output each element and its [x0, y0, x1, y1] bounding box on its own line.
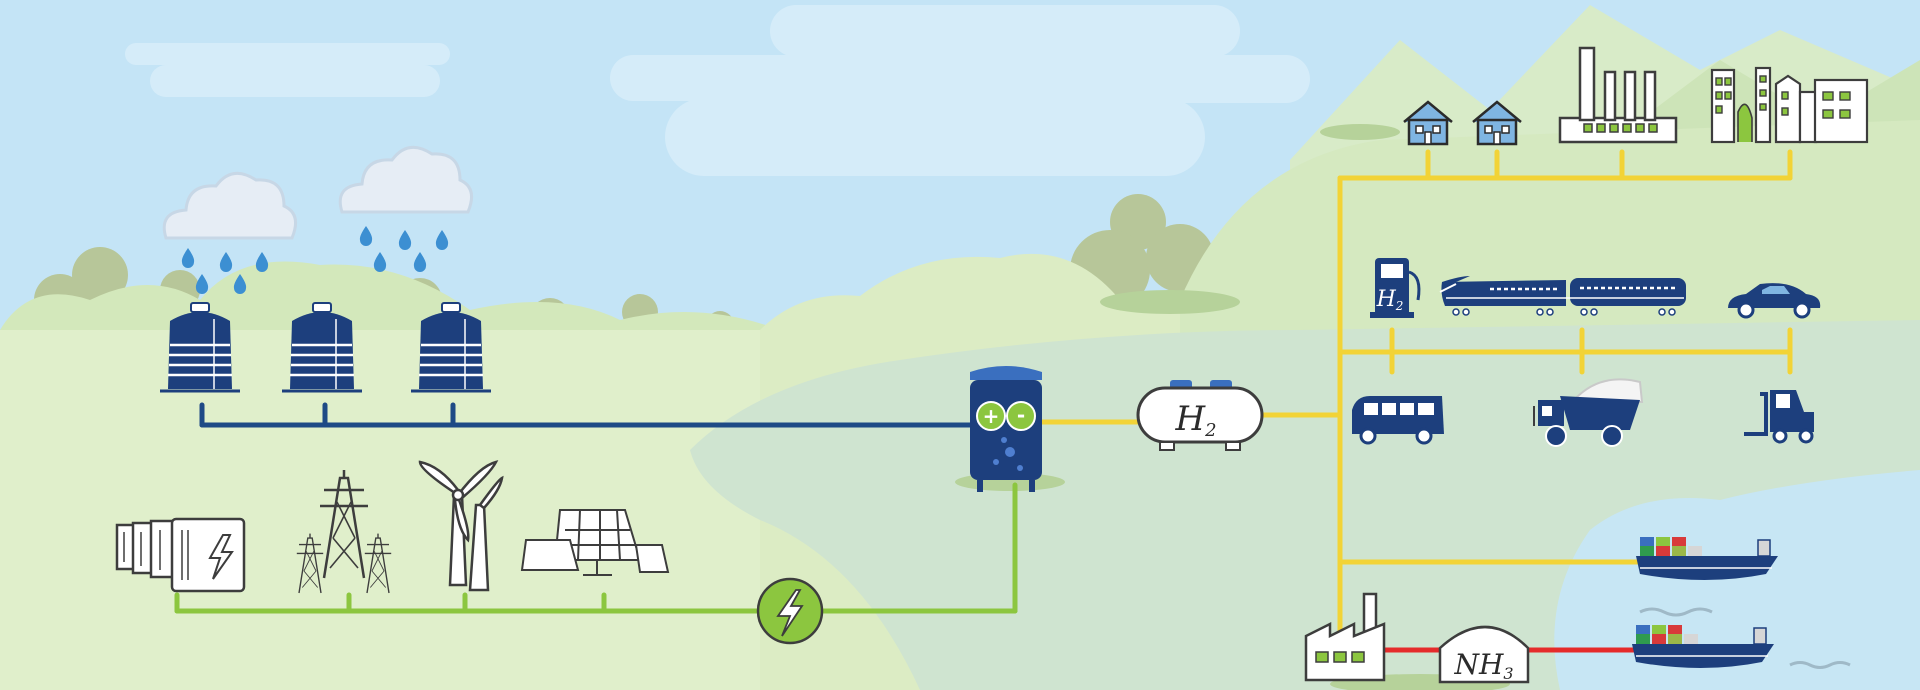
sea-waves [1639, 607, 1851, 669]
electrolyser-icon: + - [970, 366, 1042, 492]
hydrogen-tank-icon: H2 [1136, 380, 1264, 451]
connection-lines [174, 149, 1793, 653]
bus-icon [1352, 396, 1444, 445]
battery-storage-icon [115, 517, 246, 593]
fuel-pump-icon: H2 [1370, 258, 1421, 318]
factory-icon [1558, 46, 1678, 144]
train-icon [1439, 276, 1686, 316]
sky-clouds [125, 5, 1310, 176]
city-icon [1710, 66, 1869, 144]
power-line [174, 482, 1018, 614]
solar-panel-icon [520, 509, 670, 576]
lightning-bolt-icon [756, 577, 824, 645]
hydrogen-tank-label: H2 [1174, 399, 1216, 441]
minus-sign: - [1017, 403, 1025, 427]
car-icon [1728, 283, 1821, 319]
hydrogen-line [1039, 149, 1793, 651]
plus-sign: + [983, 404, 1000, 428]
ammonia-label: NH3 [1453, 648, 1513, 683]
fuel-pump-label: H2 [1376, 287, 1404, 313]
wind-turbine-icon [418, 460, 504, 592]
water-tanks [158, 301, 493, 393]
mining-truck-icon [1533, 378, 1644, 447]
ammonia-dome-icon: NH3 [1438, 625, 1530, 684]
water-line [199, 402, 981, 428]
forklift-icon [1744, 390, 1814, 444]
ammonia-plant-icon [1304, 592, 1386, 682]
